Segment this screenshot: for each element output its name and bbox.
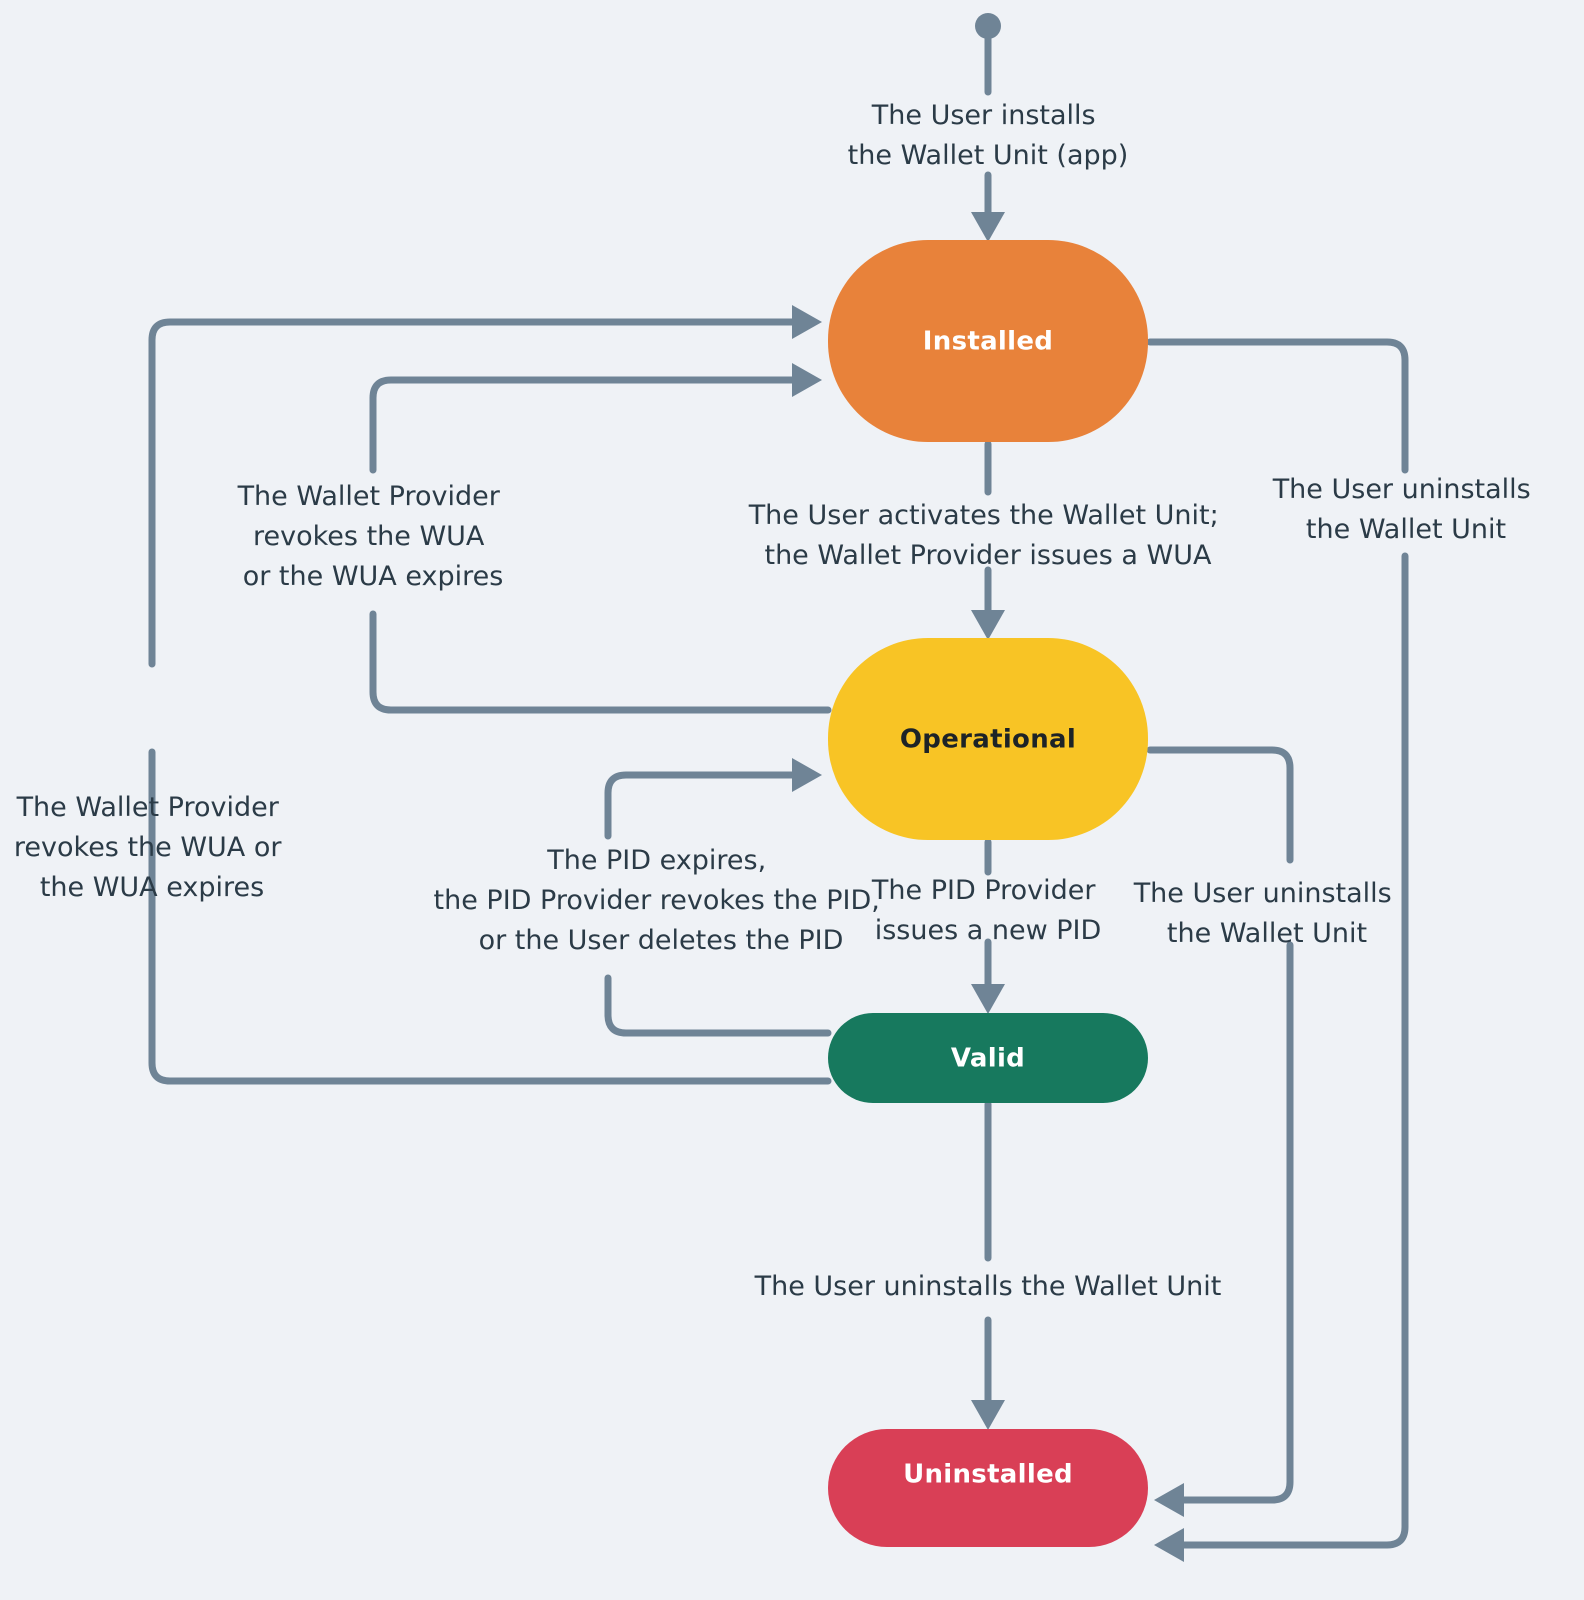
node-installed-label: Installed (923, 327, 1053, 357)
node-installed-shape[interactable] (828, 240, 1148, 442)
edge-installed-to-operational (971, 440, 1005, 640)
edge-label-valid-to-uninstalled: The User uninstalls the Wallet Unit (754, 1271, 1222, 1302)
node-operational-label: Operational (900, 725, 1076, 755)
arrowhead-valid-to-uninstalled (971, 1400, 1005, 1430)
edge-operational-to-installed-segment-upper (369, 376, 804, 474)
node-uninstalled-label: Uninstalled (903, 1460, 1073, 1490)
edge-valid-to-operational-segment-lower (604, 974, 832, 1037)
edge-label-valid-to-installed: The Wallet Provider revokes the WUA or t… (14, 792, 290, 903)
edge-installed-to-uninstalled-segment-upper (1146, 338, 1409, 474)
edge-label-installed-to-operational: The User activates the Wallet Unit; the … (748, 500, 1228, 571)
arrowhead-installed-to-uninstalled (1154, 1528, 1184, 1562)
node-operational[interactable]: Operational (828, 638, 1148, 840)
arrowhead-installed-to-operational (971, 610, 1005, 640)
arrowhead-operational-to-valid (971, 984, 1005, 1014)
node-installed[interactable]: Installed (828, 240, 1148, 442)
edge-operational-to-uninstalled (1146, 746, 1294, 1517)
edge-valid-to-uninstalled (971, 1100, 1005, 1430)
edge-operational-to-installed-segment-lower (369, 610, 832, 714)
edge-operational-to-installed (369, 363, 832, 714)
edge-valid-to-installed-segment-upper (148, 318, 804, 668)
edge-operational-to-uninstalled-segment-upper (1146, 746, 1294, 864)
node-uninstalled[interactable]: Uninstalled (828, 1429, 1148, 1547)
edge-label-operational-to-installed: The Wallet Provider revokes the WUA or t… (237, 481, 509, 592)
arrowhead-operational-to-uninstalled (1154, 1483, 1184, 1517)
start-node-dot (975, 13, 1001, 39)
node-valid-shape[interactable] (828, 1013, 1148, 1103)
edge-installed-to-uninstalled-segment-lower (1172, 552, 1409, 1549)
node-valid-label: Valid (951, 1044, 1025, 1074)
edge-valid-to-installed-segment-lower (148, 748, 832, 1085)
edge-valid-to-installed (148, 305, 832, 1085)
edge-label-operational-to-valid: The PID Provider issues a new PID (871, 875, 1104, 946)
arrowhead-valid-to-operational (792, 758, 822, 792)
edge-label-start-to-installed: The User installs the Wallet Unit (app) (848, 100, 1129, 171)
edge-installed-to-uninstalled (1146, 338, 1409, 1562)
node-valid[interactable]: Valid (828, 1013, 1148, 1103)
edge-label-operational-to-uninstalled: The User uninstalls the Wallet Unit (1133, 878, 1401, 949)
edge-start-to-installed (971, 13, 1005, 242)
arrowhead-valid-to-installed (792, 305, 822, 339)
edge-valid-to-operational-segment-upper (604, 771, 804, 840)
edge-label-valid-to-operational: The PID expires, the PID Provider revoke… (434, 845, 889, 956)
node-uninstalled-shape[interactable] (828, 1429, 1148, 1547)
edge-valid-to-operational (604, 758, 832, 1037)
edge-operational-to-valid (971, 838, 1005, 1014)
node-operational-shape[interactable] (828, 638, 1148, 840)
arrowhead-start-to-installed (971, 212, 1005, 242)
edge-label-installed-to-uninstalled: The User uninstalls the Wallet Unit (1272, 474, 1540, 545)
edge-operational-to-uninstalled-segment-lower (1172, 941, 1294, 1504)
arrowhead-operational-to-installed (792, 363, 822, 397)
